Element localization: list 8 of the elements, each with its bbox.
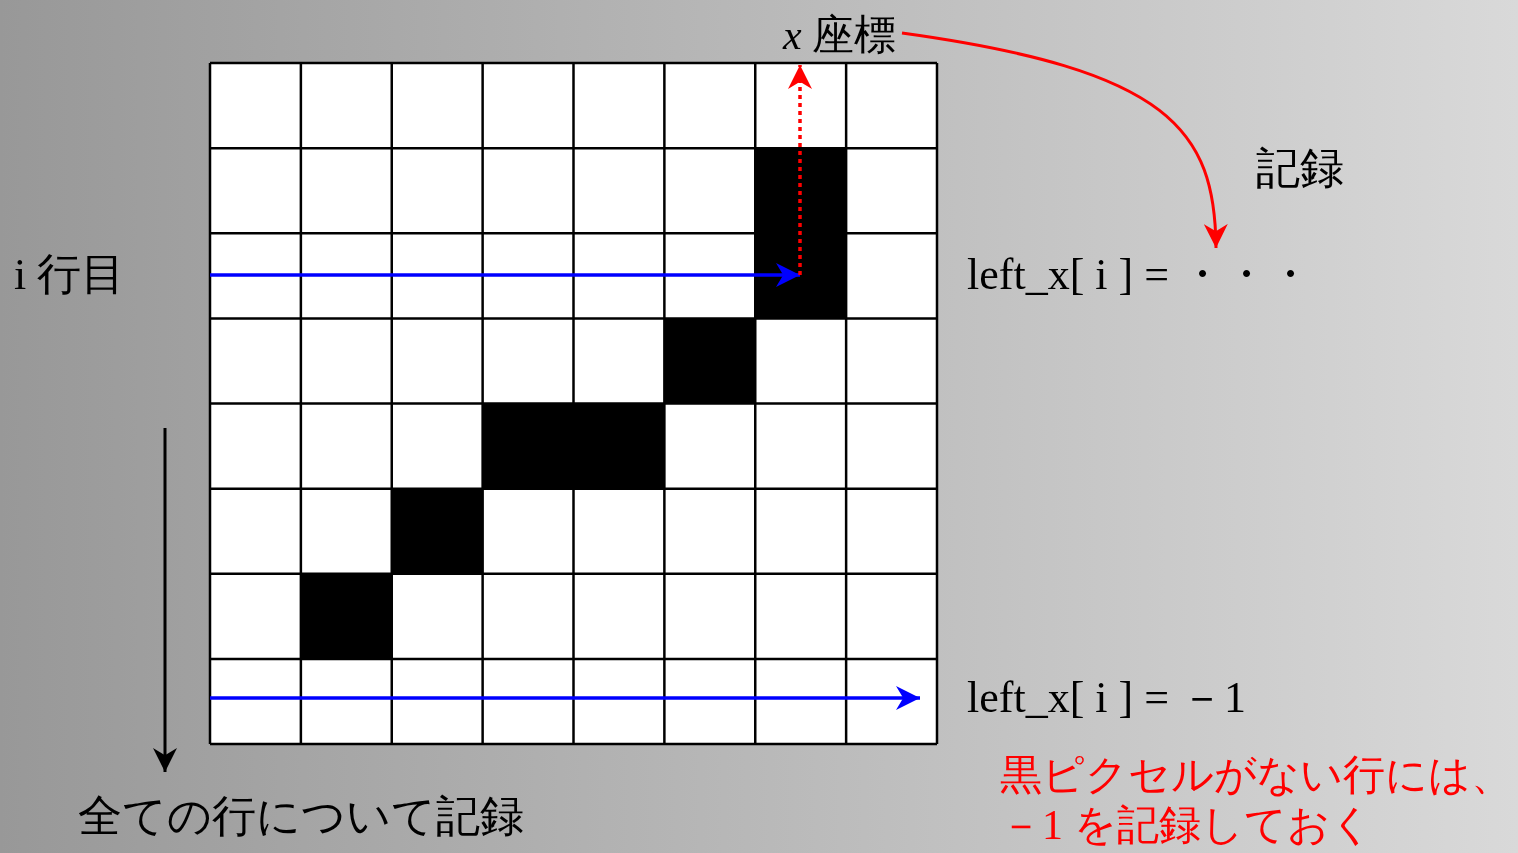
formula-text: left_x[ i ] = －1 — [967, 673, 1246, 723]
curved-arrow — [901, 31, 1227, 249]
note-text: 黒ピクセルがない行には、－1 を記録しておく — [1000, 751, 1514, 850]
row-label: i 行目 — [14, 250, 126, 300]
caption-text: 全ての行について記録 — [78, 792, 524, 842]
axis-label: x 座標 — [783, 10, 897, 60]
formula-text: left_x[ i ] = ・・・ — [967, 250, 1312, 300]
edge-label: 記録 — [1256, 142, 1344, 194]
